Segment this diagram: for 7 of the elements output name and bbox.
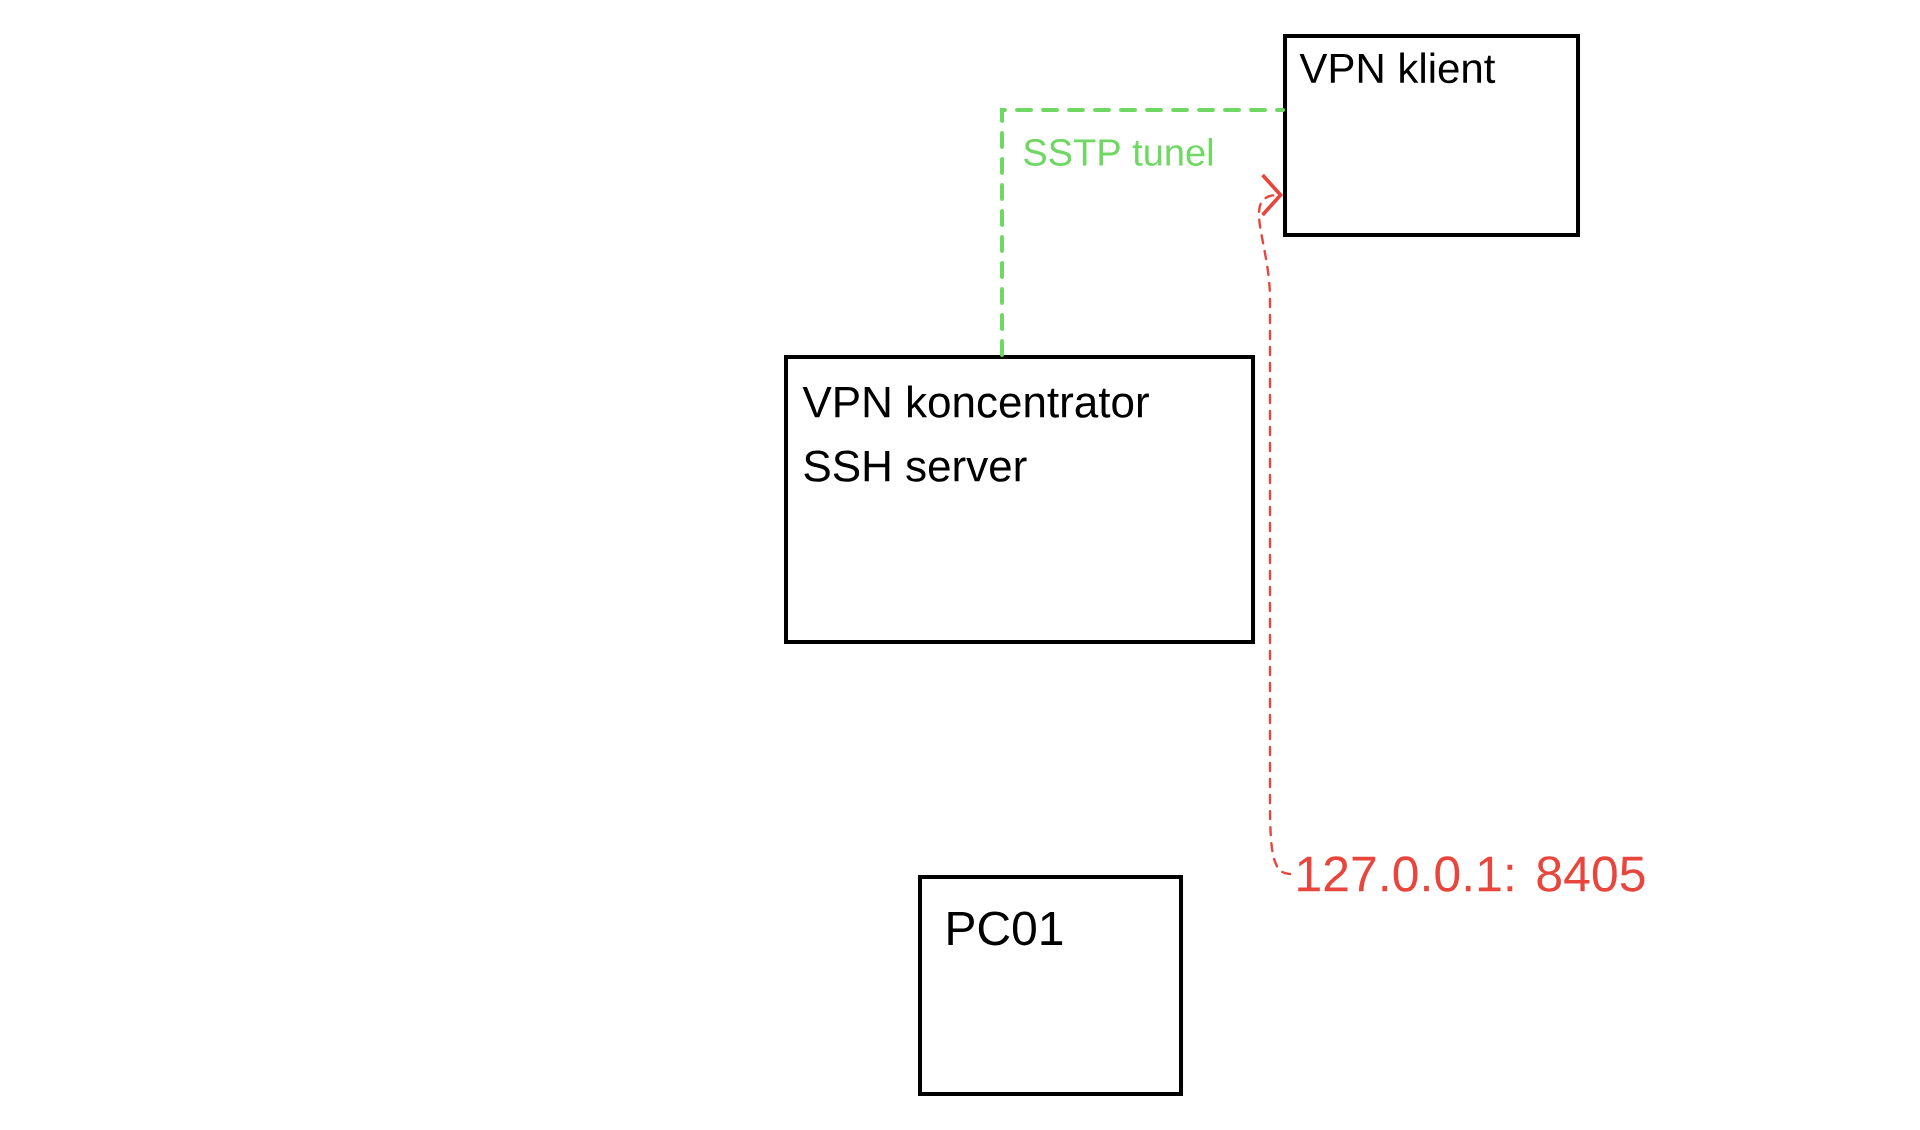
client-box: VPN klient (1283, 34, 1580, 237)
connector-line (1000, 108, 1285, 357)
server-box: VPN koncentrator SSH server (784, 355, 1255, 644)
pc-box: PC01 (918, 875, 1183, 1096)
arrow (1257, 173, 1292, 876)
edge-label: SSTP tunel (1024, 138, 1213, 166)
address-text: 127.0.0.1: 8405 (1298, 856, 1645, 892)
